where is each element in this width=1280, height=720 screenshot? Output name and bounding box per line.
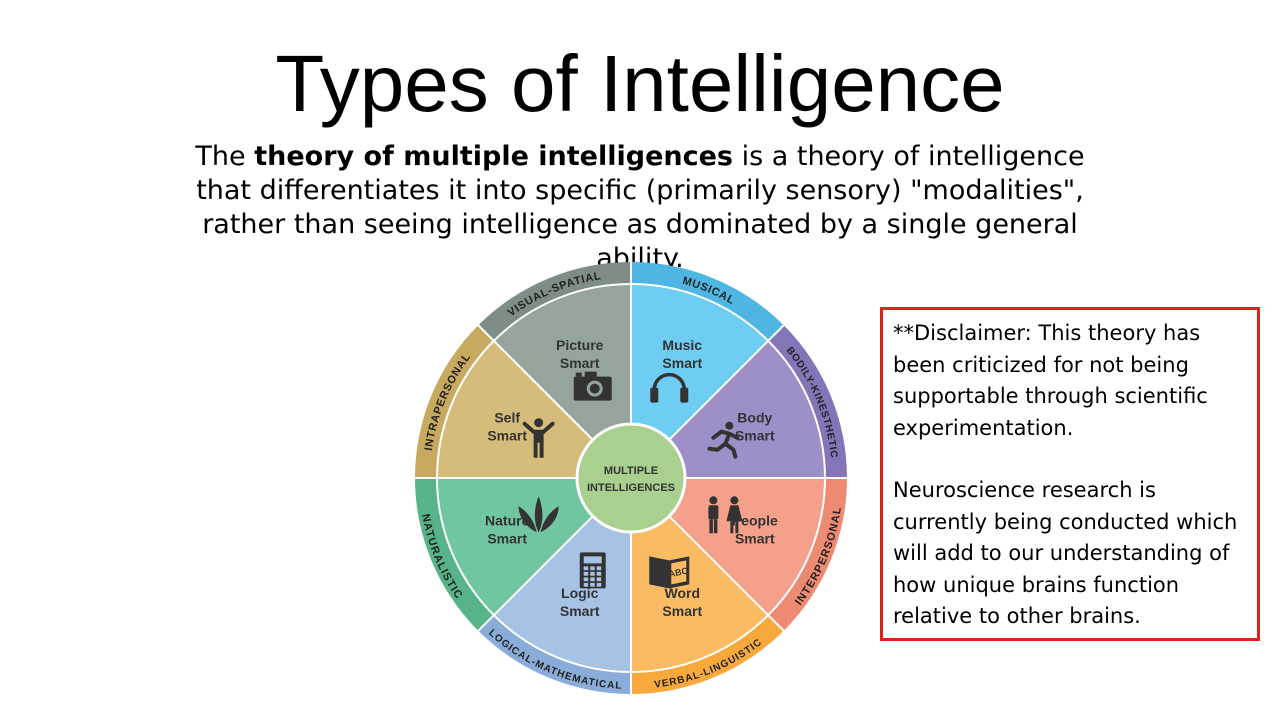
center-label-line1: MULTIPLE [604, 465, 658, 477]
headphones-icon [650, 372, 689, 403]
intro-bold-term: theory of multiple intelligences [254, 141, 733, 172]
wheel-segment-0 [631, 284, 769, 478]
plant-icon [518, 496, 559, 533]
intro-rest: is a theory of intelligence that differe… [196, 141, 1085, 274]
slide-title: Types of Intelligence [275, 39, 1005, 128]
center-label-line2: INTELLIGENCES [587, 482, 675, 494]
segment-label-4-line2: Smart [560, 603, 600, 619]
running-person-icon [707, 421, 740, 459]
wheel-icons: ABC [518, 371, 743, 589]
wheel-segment-2 [631, 478, 825, 616]
wheel-center: MULTIPLE INTELLIGENCES [575, 422, 687, 534]
segment-label-7-line2: Smart [560, 355, 600, 371]
intro-lead: The [195, 141, 255, 172]
segment-label-2-line2: Smart [735, 530, 775, 546]
segment-label-1: Body [737, 410, 772, 426]
segment-label-2: People [732, 512, 778, 528]
disclaimer-box: **Disclaimer: This theory has been criti… [880, 307, 1260, 641]
people-icon [708, 496, 743, 534]
wheel-segments [415, 262, 847, 694]
multiple-intelligences-wheel: MUSICALBODILY-KINESTHETICINTERPERSONALVE… [415, 262, 847, 694]
disclaimer-paragraph-1: **Disclaimer: This theory has been criti… [893, 321, 1208, 440]
wheel-segment-6 [437, 340, 631, 478]
segment-label-1-line2: Smart [735, 428, 775, 444]
segment-label-0-line2: Smart [662, 355, 702, 371]
wheel-segment-7 [493, 284, 631, 478]
segment-label-0: Music [662, 337, 702, 353]
wheel-segment-3 [631, 478, 769, 672]
wheel-inner-labels: MusicSmartBodySmartPeopleSmartWordSmartL… [485, 337, 778, 619]
segment-label-6-line2: Smart [487, 428, 527, 444]
center-circle [575, 422, 687, 534]
segment-label-3-line2: Smart [662, 603, 702, 619]
wheel-segment-1 [631, 340, 825, 478]
disclaimer-paragraph-2: Neuroscience research is currently being… [893, 478, 1238, 628]
wheel-segment-4 [493, 478, 631, 672]
segment-label-3: Word [665, 585, 701, 601]
camera-icon [573, 371, 612, 401]
svg-text:ABC: ABC [668, 565, 690, 579]
calculator-icon [579, 552, 606, 589]
segment-label-7: Picture [556, 337, 604, 353]
segment-label-4: Logic [561, 585, 599, 601]
ring-separator [436, 283, 826, 673]
segment-label-5-line2: Smart [487, 530, 527, 546]
segment-label-5: Nature [485, 512, 530, 528]
wheel-segment-5 [437, 478, 631, 616]
book-icon: ABC [649, 556, 690, 589]
intro-paragraph: The theory of multiple intelligences is … [170, 140, 1110, 276]
segment-label-6: Self [494, 410, 520, 426]
person-arms-up-icon [522, 418, 555, 458]
